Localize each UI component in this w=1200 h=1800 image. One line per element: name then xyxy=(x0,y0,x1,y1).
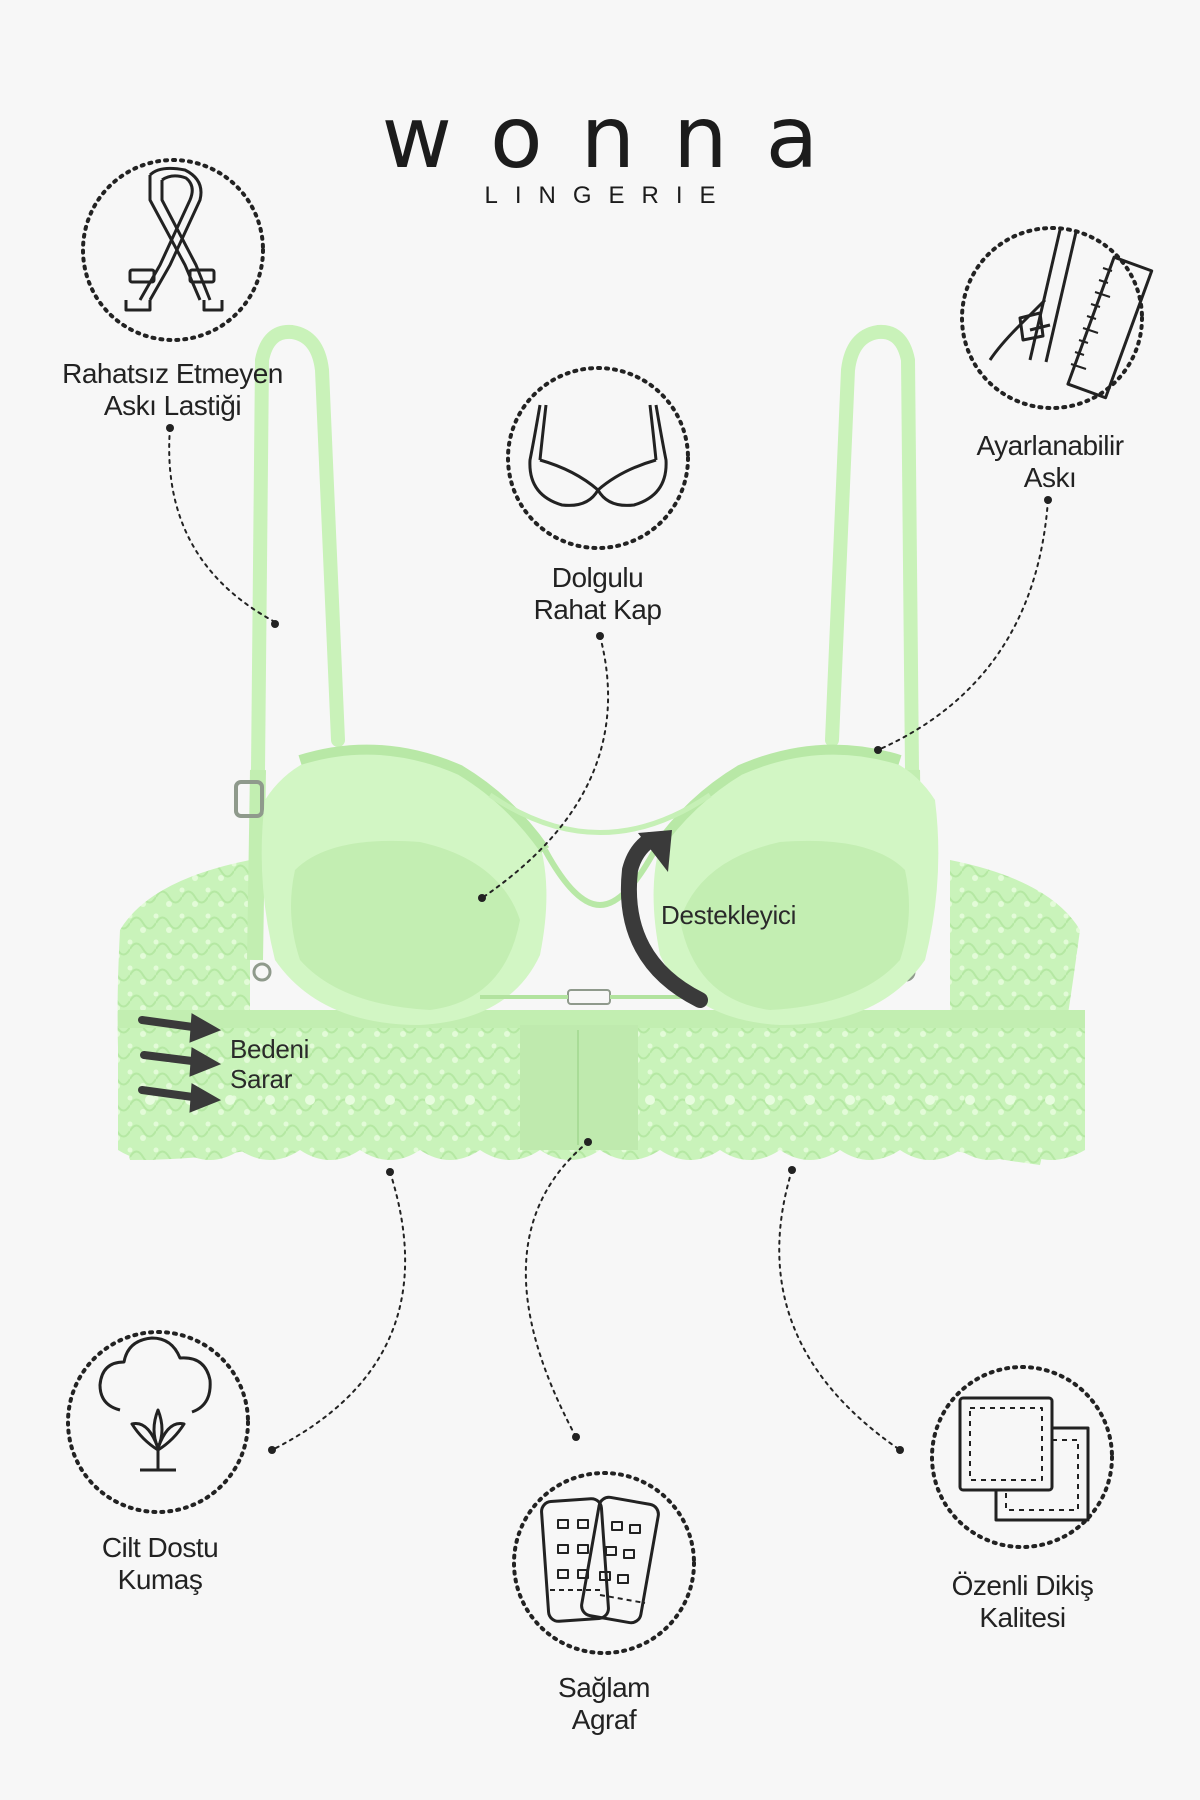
connector-fabric xyxy=(271,1171,407,1451)
clasp-icon-ring xyxy=(512,1471,696,1655)
left-strap xyxy=(251,324,345,777)
label-adjustable: Ayarlanabilir Askı xyxy=(940,430,1160,494)
connector-adjustable xyxy=(877,499,1049,751)
bra-illustration xyxy=(117,324,1085,1165)
label-clasp: Sağlam Agraf xyxy=(504,1672,704,1736)
bra-cup-icon xyxy=(528,404,668,507)
strap-icon xyxy=(124,166,224,312)
cotton-icon xyxy=(98,1336,212,1472)
hook-eye-icon xyxy=(540,1495,660,1625)
label-clasp-line1: Sağlam xyxy=(558,1672,650,1703)
cup-icon-ring xyxy=(506,366,690,550)
label-strap-line2: Askı Lastiği xyxy=(103,390,242,421)
brand-tagline: LINGERIE xyxy=(484,182,733,209)
connector-strap xyxy=(168,427,276,623)
stitch-icon xyxy=(958,1396,1090,1522)
label-stitch-line1: Özenli Dikiş xyxy=(951,1570,1094,1601)
adjustable-icon-ring xyxy=(960,226,1144,410)
right-strap xyxy=(825,324,919,777)
connector-dots xyxy=(166,424,1052,1454)
label-wrap-line2: Sarar xyxy=(230,1064,293,1094)
stitch-icon-ring xyxy=(930,1365,1114,1549)
label-support: Destekleyici xyxy=(661,900,796,930)
strap-icon-ring xyxy=(81,158,265,342)
label-padded-cup: Dolgulu Rahat Kap xyxy=(490,562,705,626)
label-strap: Rahatsız Etmeyen Askı Lastiği xyxy=(40,358,305,422)
wrap-arrows xyxy=(138,1013,222,1113)
label-strap-line1: Rahatsız Etmeyen xyxy=(62,358,283,389)
label-clasp-line2: Agraf xyxy=(571,1704,637,1735)
ruler-strap-icon xyxy=(988,229,1154,400)
label-fabric: Cilt Dostu Kumaş xyxy=(40,1532,280,1596)
label-stitch: Özenli Dikiş Kalitesi xyxy=(900,1570,1145,1634)
label-support-line1: Destekleyici xyxy=(661,900,797,930)
label-cup-line2: Rahat Kap xyxy=(533,594,662,625)
connectors xyxy=(168,427,1049,1451)
brand-logo: wonna xyxy=(381,88,857,188)
label-stitch-line2: Kalitesi xyxy=(979,1602,1066,1633)
label-fabric-line2: Kumaş xyxy=(117,1564,203,1595)
fabric-icon-ring xyxy=(66,1330,250,1514)
label-cup-line1: Dolgulu xyxy=(551,562,644,593)
label-wrap: Bedeni Sarar xyxy=(230,1034,309,1094)
label-fabric-line1: Cilt Dostu xyxy=(101,1532,219,1563)
label-adjustable-line2: Askı xyxy=(1023,462,1077,493)
label-adjustable-line1: Ayarlanabilir xyxy=(976,430,1124,461)
support-arrow xyxy=(620,830,708,1008)
connector-clasp xyxy=(524,1141,589,1438)
connector-cup xyxy=(481,635,610,899)
connector-stitch xyxy=(778,1169,901,1451)
label-wrap-line1: Bedeni xyxy=(230,1034,310,1064)
